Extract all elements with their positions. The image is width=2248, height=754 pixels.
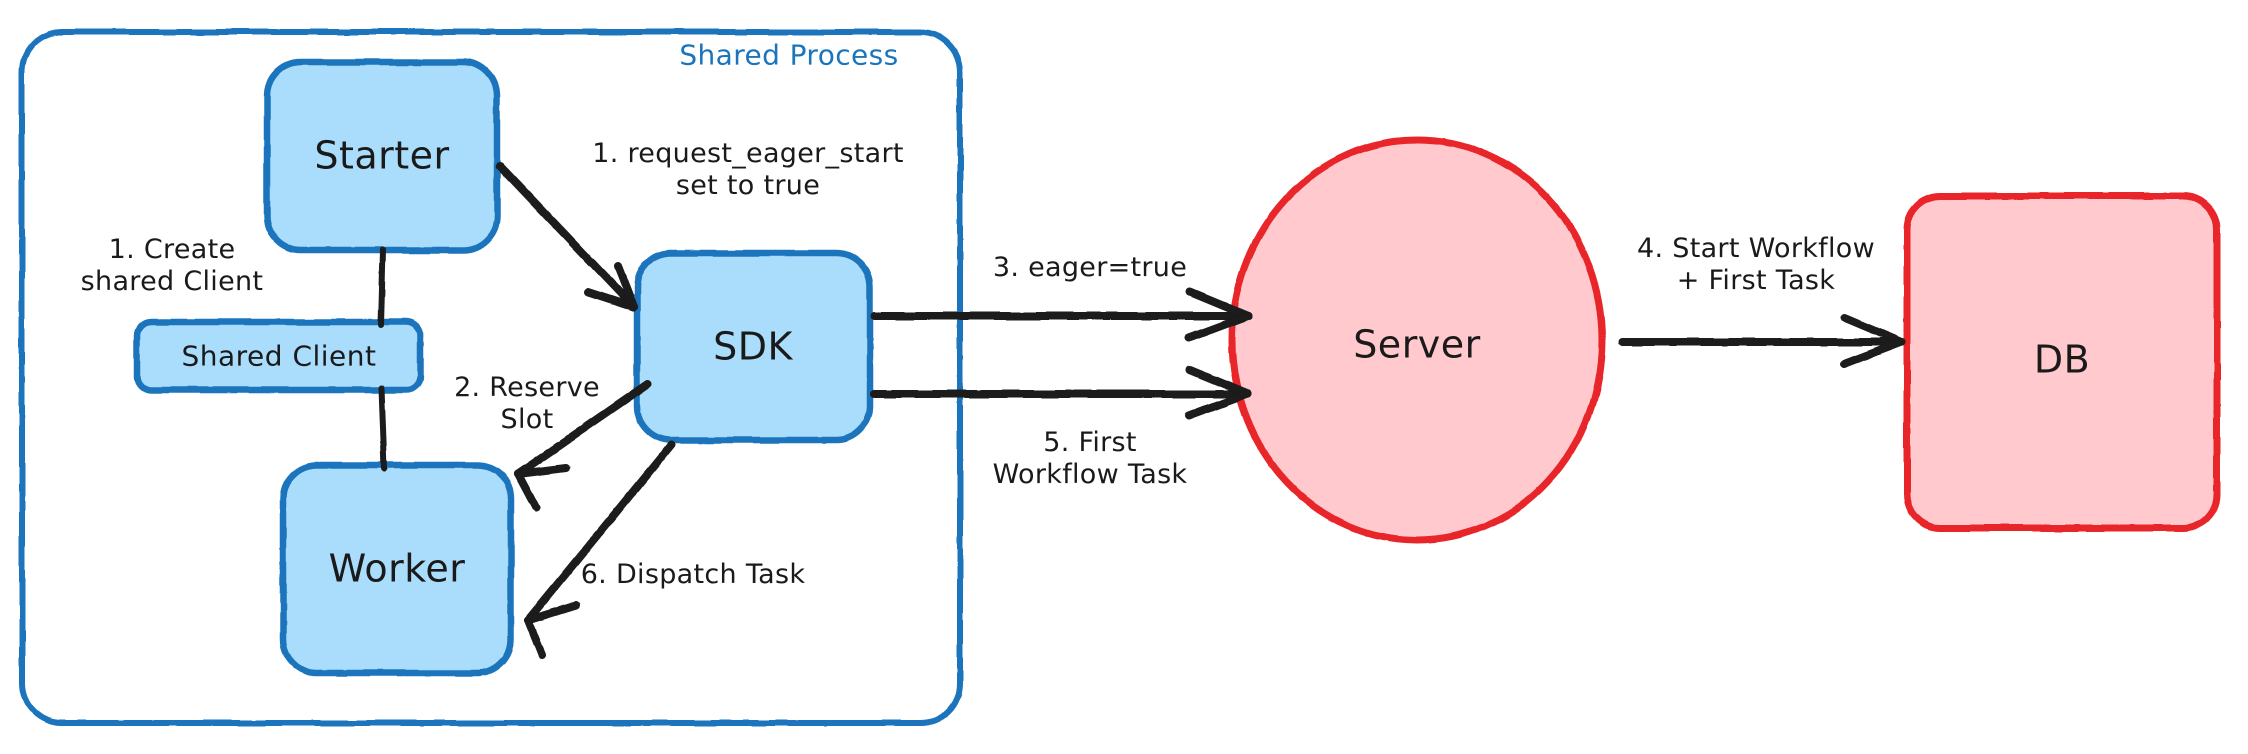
edge-starter-shared-client bbox=[378, 247, 386, 328]
edge-starter-sdk bbox=[496, 162, 638, 311]
edge-label-reserve-slot: 2. Reserve Slot bbox=[454, 372, 600, 435]
node-label-worker: Worker bbox=[328, 546, 466, 591]
edge-sdk-worker-dispatch bbox=[524, 440, 676, 659]
node-sdk[interactable] bbox=[633, 249, 874, 444]
edge-label-request-eager-start: 1. request_eager_start set to true bbox=[592, 138, 904, 201]
node-worker[interactable] bbox=[279, 461, 515, 677]
edge-label-create-shared-client: 1. Create shared Client bbox=[80, 234, 264, 297]
edge-server-sdk-first-task bbox=[870, 366, 1252, 420]
group-shared-process bbox=[19, 29, 963, 726]
node-label-server: Server bbox=[1353, 322, 1481, 367]
edge-sdk-server-eager bbox=[870, 288, 1252, 342]
edge-server-db-start bbox=[1618, 314, 1906, 368]
edge-label-dispatch-task: 6. Dispatch Task bbox=[580, 559, 806, 591]
node-db[interactable] bbox=[1903, 192, 2221, 532]
node-label-sdk: SDK bbox=[713, 324, 793, 369]
edge-sdk-worker-reserve bbox=[514, 380, 652, 512]
edge-label-eager-true: 3. eager=true bbox=[992, 252, 1188, 284]
node-label-starter: Starter bbox=[314, 133, 450, 178]
edge-label-start-workflow-first-task: 4. Start Workflow + First Task bbox=[1637, 233, 1875, 296]
group-label-shared-process: Shared Process bbox=[679, 38, 899, 72]
edge-shared-client-worker bbox=[378, 385, 387, 471]
edge-label-first-workflow-task: 5. First Workflow Task bbox=[992, 427, 1188, 490]
node-label-db: DB bbox=[2033, 337, 2091, 382]
node-server[interactable] bbox=[1228, 136, 1606, 544]
node-label-shared-client: Shared Client bbox=[181, 339, 377, 373]
node-shared-client[interactable] bbox=[133, 318, 424, 394]
